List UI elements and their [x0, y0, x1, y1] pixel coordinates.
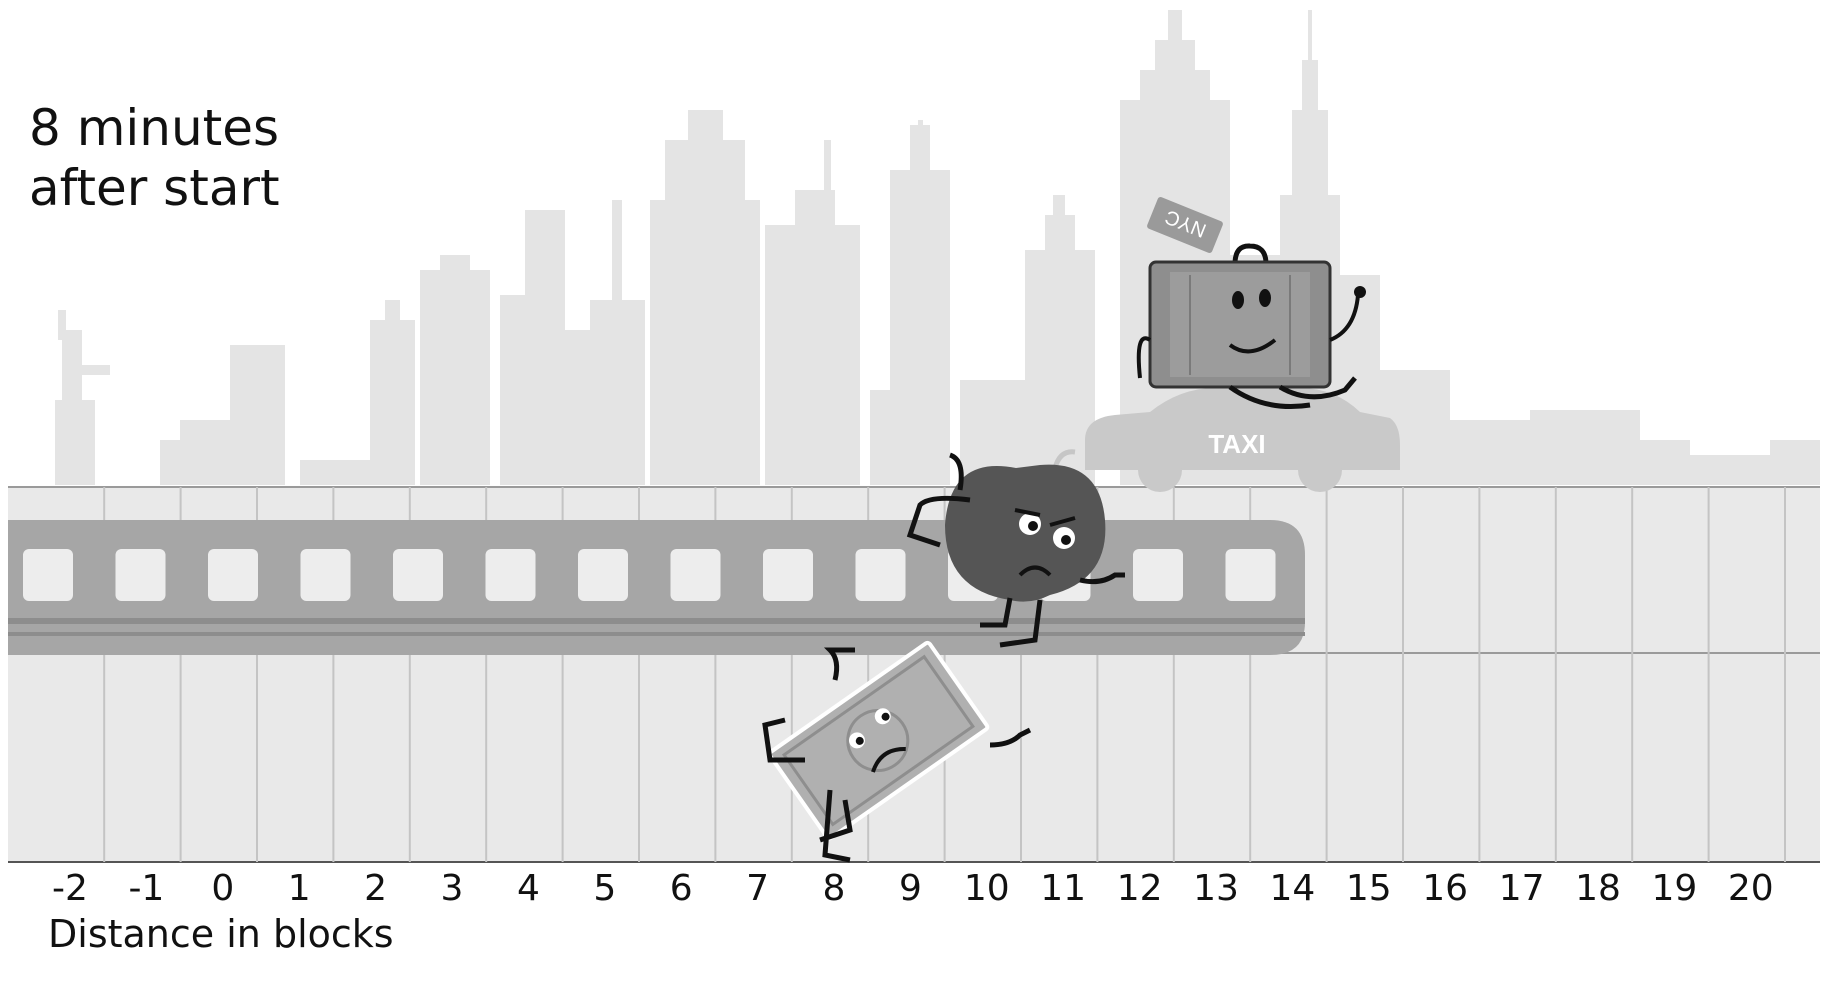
tick-label: 3 — [441, 868, 464, 909]
subway-train — [8, 520, 1305, 655]
tick-label: 4 — [517, 868, 540, 909]
caption-line-1: 8 minutes — [29, 98, 280, 158]
train-window — [301, 549, 351, 601]
train-window — [23, 549, 73, 601]
train-window — [763, 549, 813, 601]
train-window — [208, 549, 258, 601]
train-window — [1133, 549, 1183, 601]
tick-label: 14 — [1269, 868, 1315, 909]
axis-title: Distance in blocks — [48, 912, 394, 956]
train-window — [116, 549, 166, 601]
train-window — [856, 549, 906, 601]
train-window — [578, 549, 628, 601]
tick-label: 8 — [823, 868, 846, 909]
tick-label: 2 — [364, 868, 387, 909]
tick-label: 12 — [1117, 868, 1163, 909]
tick-label: 1 — [288, 868, 311, 909]
tick-label: 17 — [1499, 868, 1545, 909]
tick-label: 13 — [1193, 868, 1239, 909]
tick-label: -2 — [52, 868, 88, 909]
taxi-label: TAXI — [1208, 429, 1265, 459]
caption-line-2: after start — [29, 158, 280, 218]
train-window — [486, 549, 536, 601]
city-skyline — [55, 10, 1820, 485]
tick-label: 20 — [1728, 868, 1774, 909]
tick-label: 0 — [211, 868, 234, 909]
tick-label: 15 — [1346, 868, 1392, 909]
train-window — [671, 549, 721, 601]
tick-label: 7 — [746, 868, 769, 909]
tick-label: 10 — [964, 868, 1010, 909]
tick-label: 5 — [593, 868, 616, 909]
tick-label: 6 — [670, 868, 693, 909]
tick-label: -1 — [128, 868, 164, 909]
time-caption: 8 minutes after start — [29, 98, 280, 218]
tick-label: 19 — [1651, 868, 1697, 909]
tick-label: 16 — [1422, 868, 1468, 909]
train-window — [393, 549, 443, 601]
tick-label: 18 — [1575, 868, 1621, 909]
tick-label: 9 — [899, 868, 922, 909]
tick-label: 11 — [1040, 868, 1086, 909]
train-window — [1226, 549, 1276, 601]
